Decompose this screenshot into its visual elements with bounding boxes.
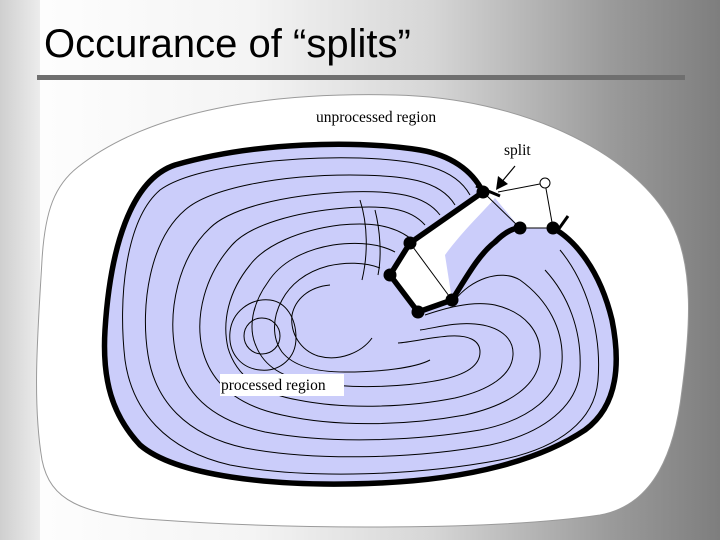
slide-title: Occurance of “splits” xyxy=(44,22,411,66)
split-arrow xyxy=(496,165,516,190)
front-node xyxy=(546,221,560,235)
node-ticks xyxy=(475,184,570,231)
unprocessed-region-label: unprocessed region xyxy=(316,109,436,126)
processed-front-boundary xyxy=(101,141,619,487)
front-node xyxy=(445,293,459,307)
front-node xyxy=(403,236,417,250)
background-left-band xyxy=(0,0,40,540)
split-label: split xyxy=(504,142,531,159)
front-nodes xyxy=(383,185,560,319)
processed-region-label: processed region xyxy=(221,377,326,394)
unprocessed-node xyxy=(539,177,551,189)
front-node xyxy=(411,305,425,319)
processed-region-shape xyxy=(104,144,617,485)
front-node xyxy=(383,268,397,282)
processed-label-background xyxy=(220,374,344,396)
contour-lines xyxy=(122,157,600,475)
title-underline xyxy=(37,75,685,80)
front-node xyxy=(513,221,527,235)
